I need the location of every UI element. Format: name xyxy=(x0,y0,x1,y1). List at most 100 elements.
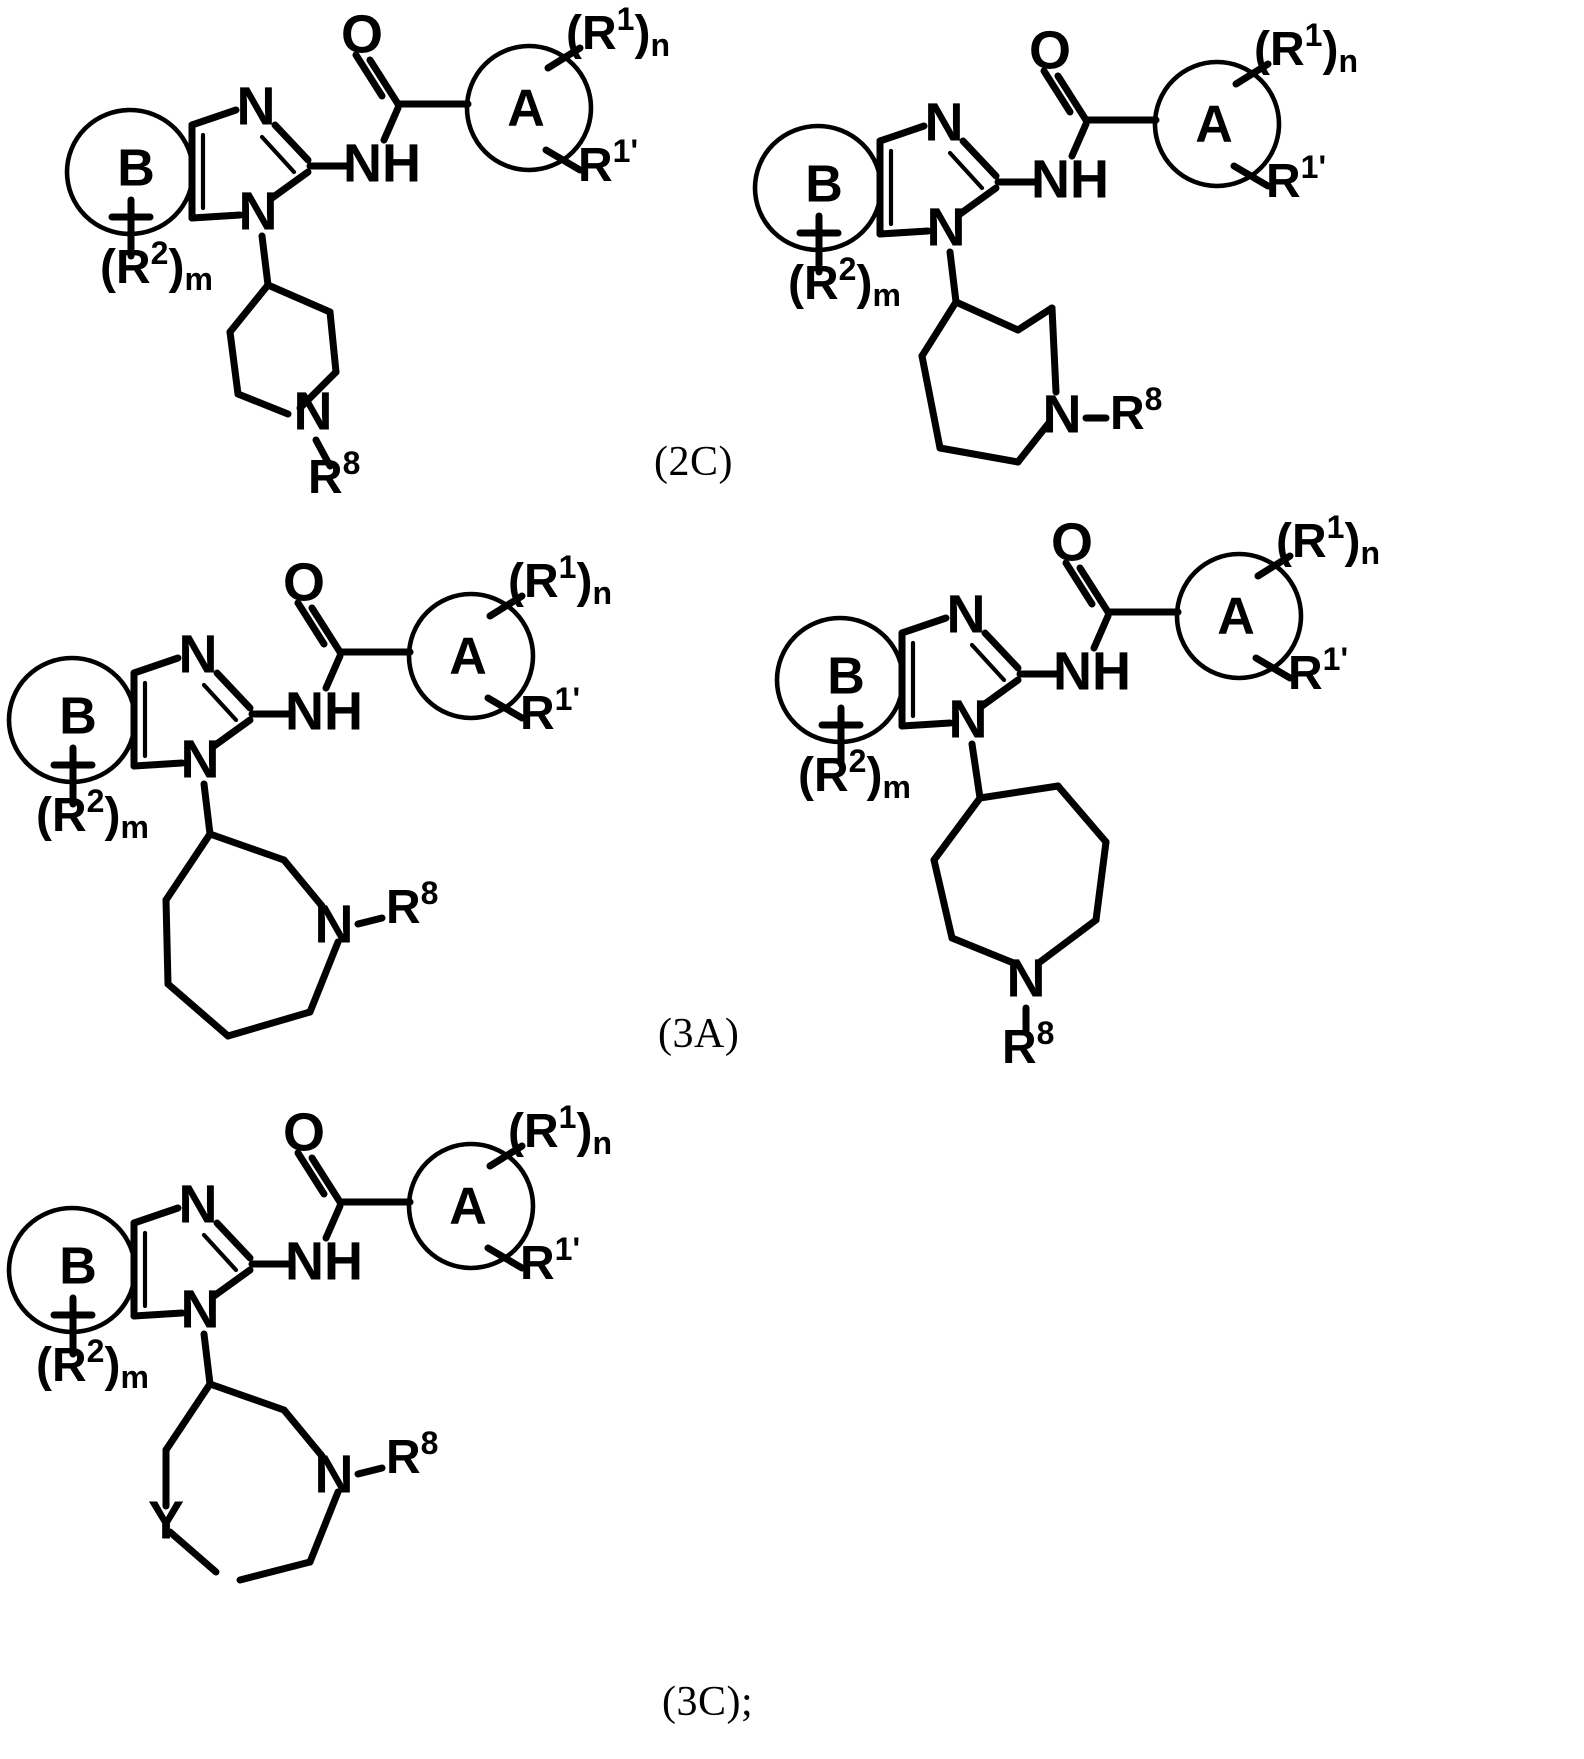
atom-y-label: Y xyxy=(148,1490,184,1550)
ring-a-label: A xyxy=(507,80,545,138)
pip-bond-2 xyxy=(1014,304,1056,334)
bond-n1-piperidine xyxy=(258,232,272,289)
bond-n3-c2-inner xyxy=(947,150,985,191)
label-r1-n: (R1)n xyxy=(1254,17,1358,79)
bond-nh-carbonyl xyxy=(322,652,344,692)
aze-bond-4 xyxy=(1036,916,1100,966)
bond-c7a-n1 xyxy=(876,227,932,238)
bond-n3-c2 xyxy=(959,137,1000,180)
atom-n3-label: N xyxy=(179,624,218,684)
ring-a-circle xyxy=(406,591,536,721)
atom-oxygen-label: O xyxy=(1029,20,1071,80)
label-r2-m: (R2)m xyxy=(798,743,911,805)
substituent-r1-bond xyxy=(544,44,584,72)
pip-bond-1 xyxy=(264,281,334,316)
atom-azepane-n-label: N xyxy=(1007,948,1046,1008)
ring-a-label: A xyxy=(1217,588,1255,646)
atom-oxygen-label: O xyxy=(283,552,325,612)
label-r1-prime: R1' xyxy=(1288,641,1348,699)
bond-c-o xyxy=(366,56,402,108)
bond-n-r8 xyxy=(354,1464,386,1478)
ring-a-label: A xyxy=(449,628,487,686)
formula-label-2c: (2C) xyxy=(654,439,733,485)
atom-piperidine-n-label: N xyxy=(1043,384,1082,444)
bond-c-o-double xyxy=(294,599,328,648)
atom-n1-label: N xyxy=(949,689,988,749)
aze-bond-3 xyxy=(306,938,342,1016)
substituent-r1prime-bond xyxy=(1230,162,1272,190)
bond-n1-piperidine xyxy=(946,248,960,306)
atom-oxygen-label: O xyxy=(341,4,383,64)
aze-bond-2 xyxy=(280,856,326,910)
aze-bond-5 xyxy=(164,980,232,1040)
bond-c7a-n1 xyxy=(898,719,954,730)
bond-c-o-double xyxy=(1062,559,1096,608)
bond-c3a-n3 xyxy=(130,654,182,677)
bond-n1-c2 xyxy=(956,184,1000,218)
label-r8: R8 xyxy=(1110,381,1162,439)
dia-bond-2 xyxy=(280,1406,326,1460)
bond-c-o xyxy=(308,1154,344,1206)
pip-bond-5 xyxy=(936,444,1022,466)
bond-n1-azepane xyxy=(968,740,984,802)
aze-bond-1 xyxy=(206,830,288,864)
atom-n1-label: N xyxy=(239,181,278,241)
atom-amide-nh-label: NH xyxy=(343,133,421,193)
ring-a-circle xyxy=(464,43,594,173)
pip-bond-4 xyxy=(234,390,292,418)
label-r2-m: (R2)m xyxy=(36,783,149,845)
substituent-r1-bond xyxy=(1232,60,1272,88)
substituent-r1prime-bond xyxy=(484,694,526,722)
aze-bond-7 xyxy=(930,794,984,864)
bond-n3-c2 xyxy=(981,629,1022,672)
bond-c-o xyxy=(308,604,344,656)
label-r8: R8 xyxy=(386,875,438,933)
pip-bond-3 xyxy=(1048,304,1060,396)
dia-bond-4 xyxy=(236,1558,314,1584)
atom-n1-label: N xyxy=(181,1279,220,1339)
bond-n3-c2-inner xyxy=(201,682,239,723)
pip-bond-7 xyxy=(918,298,960,360)
bond-c3a-n3 xyxy=(188,106,240,129)
dia-bond-1 xyxy=(206,1380,288,1414)
ring-b-label: B xyxy=(59,688,97,746)
substituent-r1prime-bond xyxy=(542,146,584,174)
structure-3-left: B N N NH O A (R1)n xyxy=(0,549,700,1100)
bond-c7a-n1 xyxy=(188,211,244,222)
label-r1-prime: R1' xyxy=(1266,149,1326,207)
ring-a-circle xyxy=(406,1141,536,1271)
ring-b-label: B xyxy=(117,140,155,198)
atom-azepane-n-label: N xyxy=(315,894,354,954)
bond-c-o xyxy=(1076,564,1112,616)
label-r1-prime: R1' xyxy=(520,1231,580,1289)
label-r2-m: (R2)m xyxy=(788,251,901,313)
aze-bond-1 xyxy=(976,782,1062,802)
bond-n3-c2-inner xyxy=(259,134,297,175)
dia-bond-5 xyxy=(166,1528,220,1576)
bond-nh-carbonyl xyxy=(1068,120,1090,160)
bond-n1-diazepane xyxy=(200,1330,214,1388)
dia-bond-7 xyxy=(162,1380,214,1454)
aze-bond-4 xyxy=(224,1008,314,1040)
bond-nh-carbonyl xyxy=(380,104,402,144)
substituent-r1-bond xyxy=(1254,552,1294,580)
label-r1-n: (R1)n xyxy=(1276,509,1380,571)
ring-b-label: B xyxy=(805,156,843,214)
label-r8: R8 xyxy=(308,445,360,503)
pip-bond-6 xyxy=(918,352,944,452)
label-r1-prime: R1' xyxy=(578,133,638,191)
aze-bond-6 xyxy=(162,896,172,988)
bond-c7a-n1 xyxy=(130,759,186,770)
pip-bond-2 xyxy=(326,308,340,376)
label-r2-m: (R2)m xyxy=(36,1333,149,1395)
bond-n-r8 xyxy=(354,914,386,928)
label-r1-n: (R1)n xyxy=(508,1099,612,1161)
structure-3c: B N N NH O A (R1)n xyxy=(0,1080,700,1680)
bond-n3-c2-inner xyxy=(201,1232,239,1273)
bond-n1-c2 xyxy=(210,716,254,750)
aze-bond-3 xyxy=(1092,838,1110,924)
atom-piperidine-n-label: N xyxy=(294,381,333,441)
atom-n1-label: N xyxy=(927,197,966,257)
bond-nh-carbonyl xyxy=(322,1202,344,1242)
